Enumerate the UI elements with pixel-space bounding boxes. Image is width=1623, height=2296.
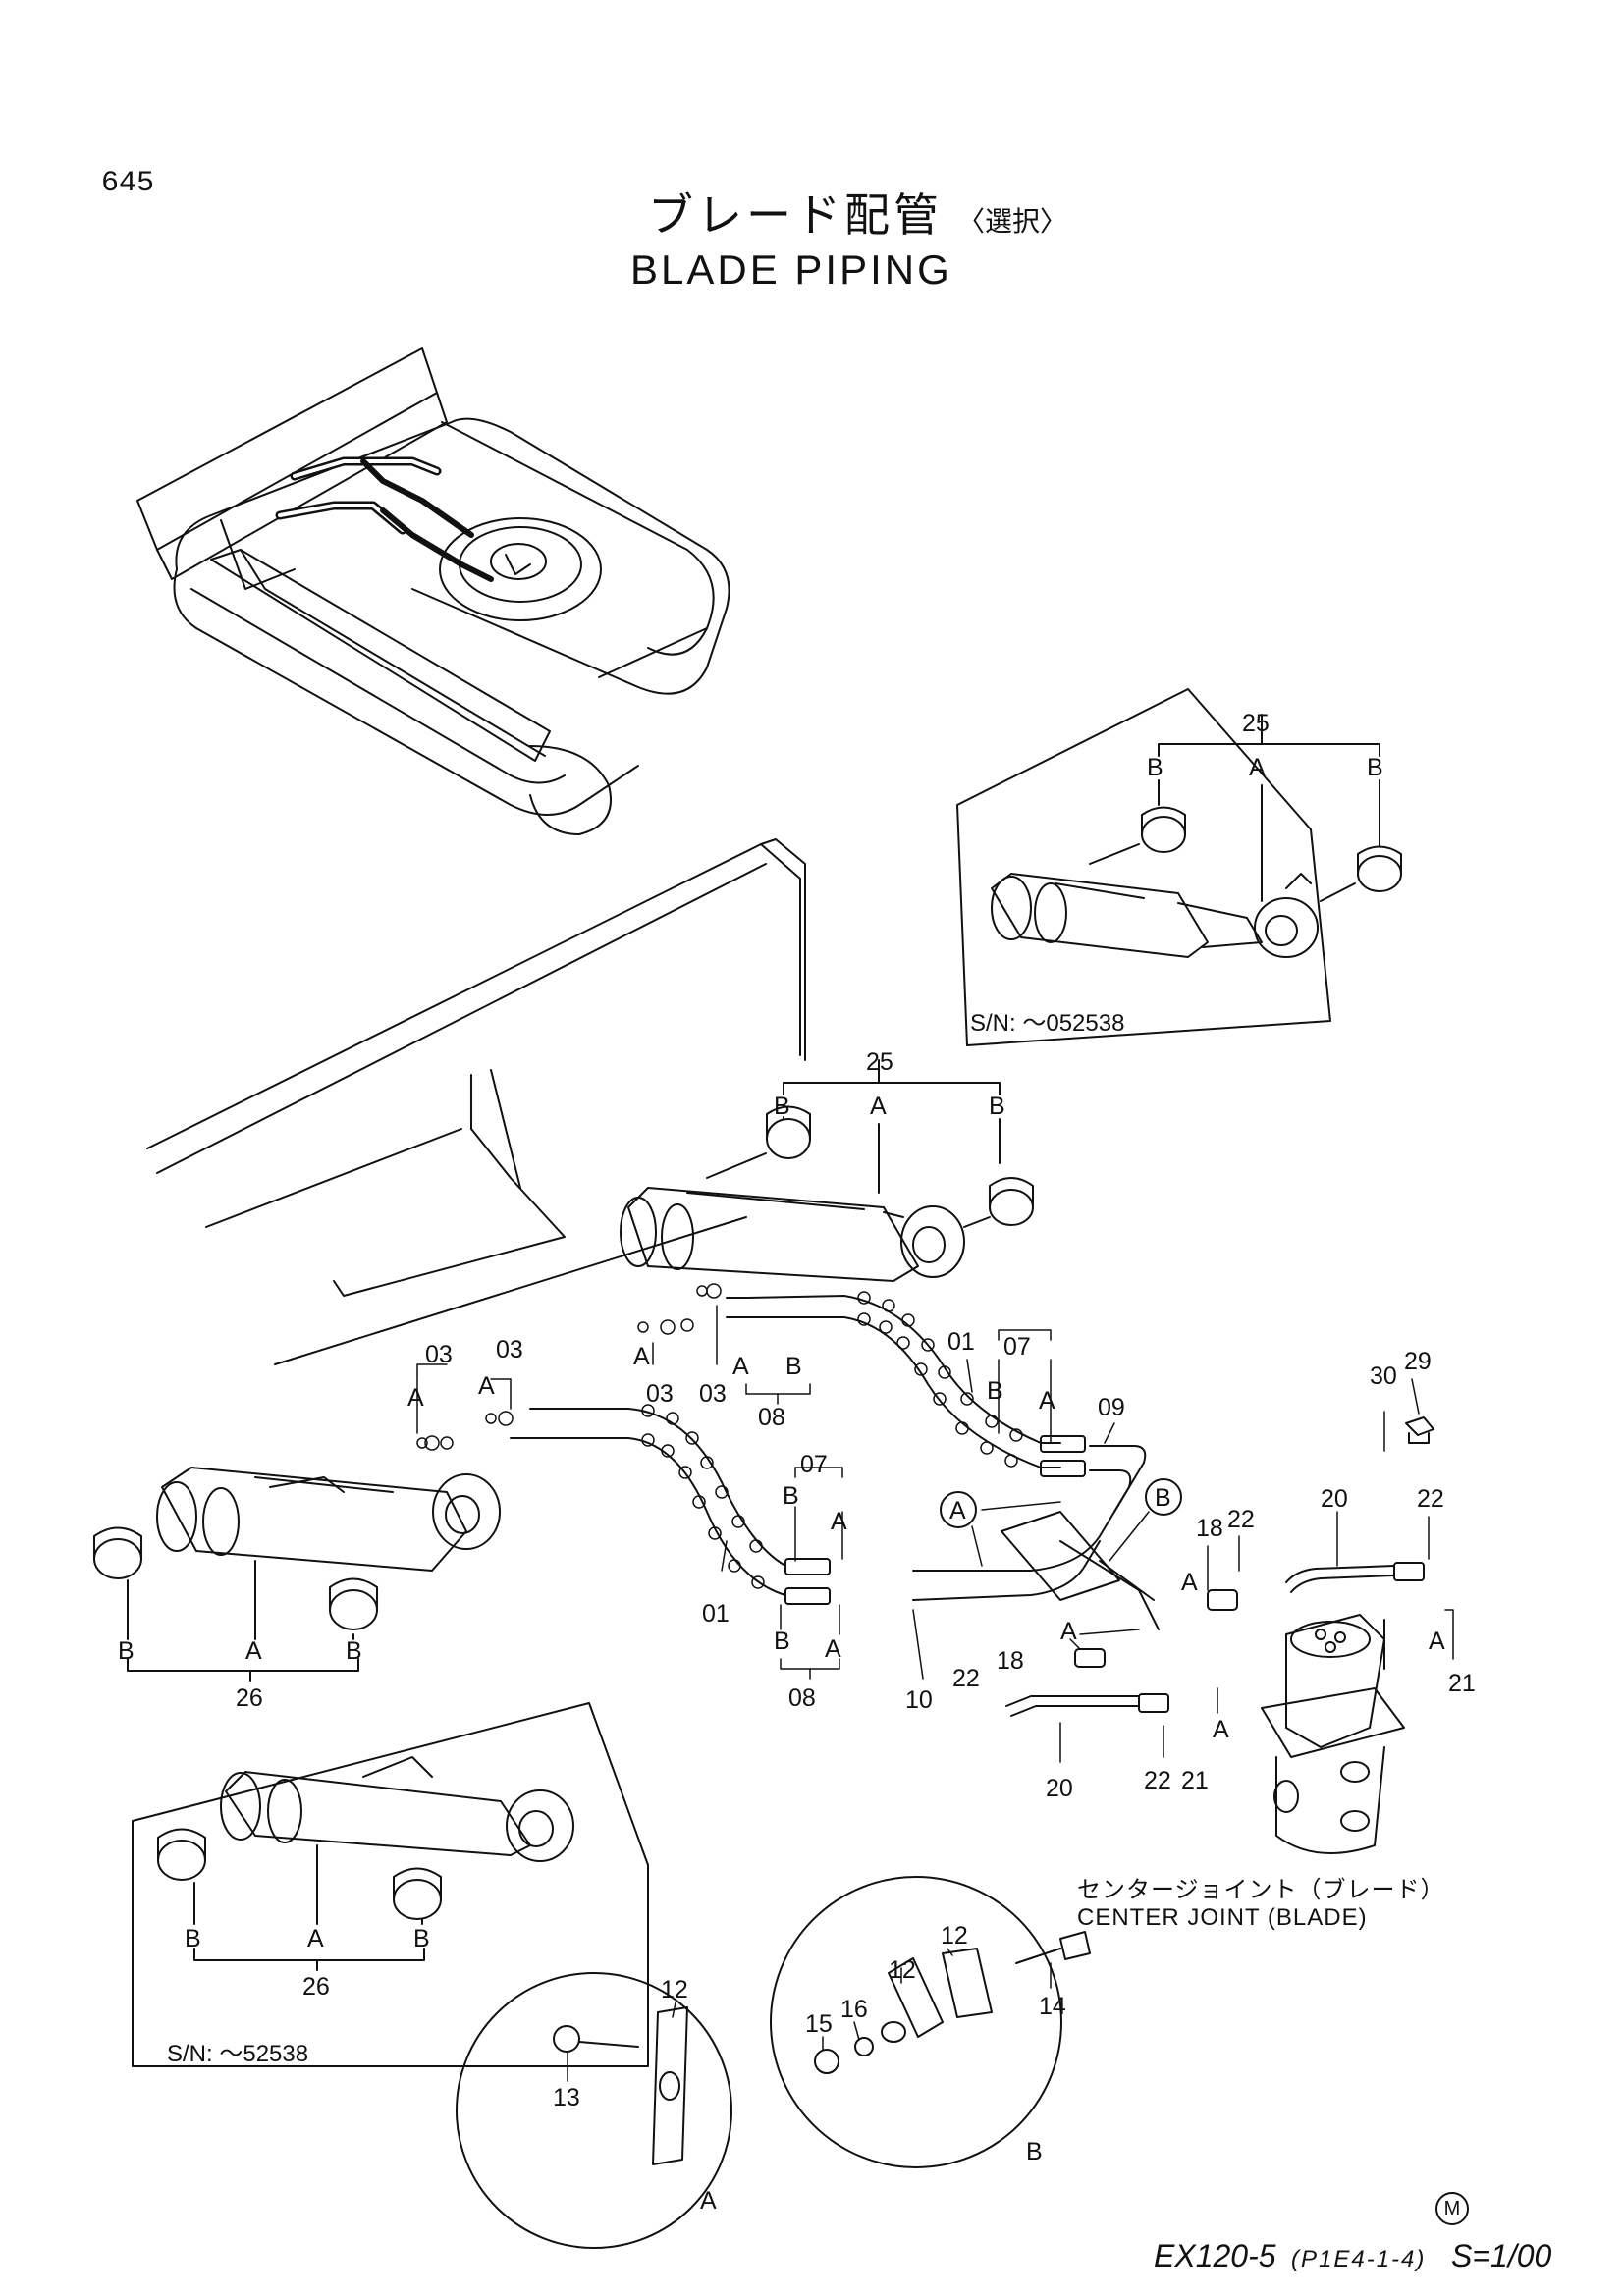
label-30: 30 bbox=[1370, 1362, 1397, 1390]
label-a: A bbox=[825, 1635, 841, 1663]
label-a: A bbox=[1060, 1618, 1077, 1645]
footer-scale: S=1/00 bbox=[1451, 2238, 1552, 2273]
leader-lines bbox=[127, 1305, 1454, 2082]
center-joint-label-en: CENTER JOINT (BLADE) bbox=[1077, 1904, 1368, 1931]
label-08: 08 bbox=[788, 1684, 816, 1712]
main-cylinder-25 bbox=[620, 1059, 1034, 1282]
label-14: 14 bbox=[1039, 1993, 1066, 2020]
label-16: 16 bbox=[840, 1996, 868, 2023]
label-26: 26 bbox=[302, 1973, 330, 2001]
label-22: 22 bbox=[1144, 1767, 1171, 1794]
label-25: 25 bbox=[866, 1048, 893, 1076]
label-26: 26 bbox=[236, 1684, 263, 1712]
machine-overview bbox=[136, 347, 730, 835]
label-a: A bbox=[1213, 1716, 1229, 1743]
label-03: 03 bbox=[425, 1341, 453, 1368]
label-detail-a: A bbox=[700, 2187, 717, 2215]
label-a: A bbox=[478, 1372, 495, 1400]
label-29: 29 bbox=[1404, 1348, 1432, 1375]
label-b: B bbox=[785, 1353, 802, 1380]
page-number: 645 bbox=[101, 167, 155, 200]
hoses bbox=[510, 1291, 1425, 1717]
callout-circle-a bbox=[940, 1491, 977, 1528]
center-joint bbox=[1261, 1416, 1434, 1854]
label-01: 01 bbox=[947, 1328, 975, 1356]
label-b: B bbox=[1147, 754, 1163, 781]
label-12: 12 bbox=[889, 1956, 916, 1984]
label-12: 12 bbox=[661, 1976, 688, 2003]
label-a: A bbox=[732, 1353, 749, 1380]
inset-cylinder-sn-052538 bbox=[956, 688, 1402, 1046]
label-03: 03 bbox=[699, 1380, 727, 1408]
label-22: 22 bbox=[952, 1665, 980, 1692]
label-13: 13 bbox=[553, 2084, 580, 2111]
label-b: B bbox=[774, 1628, 790, 1655]
label-18: 18 bbox=[1196, 1515, 1223, 1542]
center-joint-label-jp: センタージョイント（ブレード） bbox=[1077, 1877, 1445, 1903]
label-b: B bbox=[989, 1093, 1005, 1120]
label-21: 21 bbox=[1448, 1670, 1476, 1697]
label-01: 01 bbox=[702, 1600, 730, 1628]
label-detail-b: B bbox=[1026, 2138, 1043, 2165]
label-a: A bbox=[1249, 754, 1266, 781]
label-10: 10 bbox=[905, 1686, 933, 1714]
label-circle-b: B bbox=[1155, 1484, 1171, 1512]
label-a: A bbox=[831, 1508, 847, 1535]
label-a: A bbox=[407, 1384, 424, 1412]
label-a: A bbox=[307, 1925, 324, 1952]
label-b: B bbox=[346, 1637, 362, 1665]
label-20: 20 bbox=[1321, 1485, 1348, 1513]
left-cylinder-26 bbox=[93, 1467, 501, 1682]
callout-circle-b bbox=[1145, 1478, 1182, 1516]
label-09: 09 bbox=[1098, 1394, 1125, 1421]
inset-cylinder-sn-52538 bbox=[132, 1702, 649, 2067]
inset-sn-label: S/N: ～52538 bbox=[167, 2041, 309, 2067]
label-a: A bbox=[1429, 1628, 1445, 1655]
part-number-labels: 25 B A B 25 B A B 03 03 A A A 03 03 A B … bbox=[118, 710, 1476, 2215]
label-b: B bbox=[783, 1482, 799, 1510]
label-12: 12 bbox=[941, 1922, 968, 1949]
label-b: B bbox=[774, 1093, 790, 1120]
footer-code: (P1E4-1-4) bbox=[1291, 2246, 1427, 2272]
label-20: 20 bbox=[1046, 1775, 1073, 1802]
label-b: B bbox=[413, 1925, 430, 1952]
label-a: A bbox=[245, 1637, 262, 1665]
label-15: 15 bbox=[805, 2010, 833, 2038]
detail-b bbox=[770, 1876, 1091, 2168]
label-a: A bbox=[870, 1093, 887, 1120]
label-b: B bbox=[1367, 754, 1383, 781]
label-a: A bbox=[1039, 1387, 1055, 1415]
label-07: 07 bbox=[800, 1451, 828, 1478]
m-mark: M bbox=[1435, 2192, 1469, 2225]
fittings-03 bbox=[416, 1283, 722, 1451]
label-03: 03 bbox=[496, 1336, 523, 1363]
page-title-jp-qualifier: 〈選択〉 bbox=[957, 205, 1068, 238]
footer-model: EX120-5 bbox=[1154, 2238, 1276, 2273]
label-08: 08 bbox=[758, 1404, 785, 1431]
label-22: 22 bbox=[1227, 1506, 1255, 1533]
label-18: 18 bbox=[997, 1647, 1024, 1675]
page-title-jp: ブレード配管 bbox=[648, 188, 943, 241]
label-b: B bbox=[987, 1377, 1003, 1405]
label-21: 21 bbox=[1181, 1767, 1209, 1794]
label-a: A bbox=[1181, 1569, 1198, 1596]
label-22: 22 bbox=[1417, 1485, 1444, 1513]
page-title-en: BLADE PIPING bbox=[630, 246, 952, 293]
label-b: B bbox=[185, 1925, 201, 1952]
blade-structure bbox=[146, 838, 806, 1365]
label-25-inset: 25 bbox=[1242, 710, 1270, 737]
label-circle-a: A bbox=[949, 1497, 966, 1524]
label-07: 07 bbox=[1003, 1333, 1031, 1361]
detail-a bbox=[456, 1972, 732, 2249]
inset-sn-label: S/N: ～052538 bbox=[970, 1010, 1125, 1037]
label-a: A bbox=[633, 1343, 650, 1370]
label-03: 03 bbox=[646, 1380, 674, 1408]
label-b: B bbox=[118, 1637, 135, 1665]
